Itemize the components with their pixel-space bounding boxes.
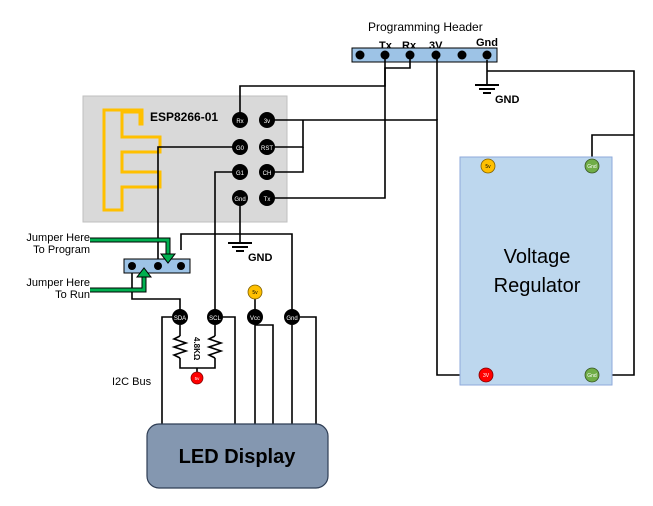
wire-tx-to-header-rx <box>267 55 411 199</box>
esp-pin-gnd: Gnd <box>232 190 248 206</box>
svg-text:SDA: SDA <box>174 316 186 322</box>
wire-scl-to-display <box>223 316 236 425</box>
svg-text:Gnd: Gnd <box>286 316 297 322</box>
bus-pin-gnd: Gnd <box>284 309 300 325</box>
resistor-value-label: 4.8KΩ <box>192 337 201 361</box>
regulator-pin-5v: 5v <box>480 158 496 174</box>
led-display <box>146 423 329 489</box>
svg-text:5v: 5v <box>252 290 258 296</box>
esp-gnd-label: GND <box>248 252 273 264</box>
svg-text:Gnd: Gnd <box>587 373 597 379</box>
esp-pin-g0: G0 <box>232 139 248 155</box>
jumper-program-label-line2: To Program <box>33 244 90 256</box>
pullup-5v-supply: 5v <box>190 371 204 385</box>
esp-pin-g1: G1 <box>232 164 248 180</box>
jumper-pin-3 <box>177 262 185 270</box>
regulator-pin-3v: 3V <box>478 367 494 383</box>
svg-text:G0: G0 <box>236 146 245 152</box>
svg-text:Tx: Tx <box>264 197 271 203</box>
header-gnd-label: GND <box>495 94 520 106</box>
svg-text:3v: 3v <box>264 119 270 125</box>
svg-text:G1: G1 <box>236 171 245 177</box>
programming-header-title: Programming Header <box>368 20 483 34</box>
jumper-program-arrowhead <box>159 253 177 264</box>
jumper-program-arrow <box>90 238 170 255</box>
regulator-title-line1: Voltage <box>504 246 571 268</box>
svg-text:Gnd: Gnd <box>234 197 245 203</box>
regulator-pin-gnd-top: Gnd <box>584 158 600 174</box>
svg-text:3V: 3V <box>483 373 490 379</box>
esp-pin-tx: Tx <box>259 190 275 206</box>
esp-pin-rx: Rx <box>232 112 248 128</box>
svg-text:5v: 5v <box>195 376 201 381</box>
svg-text:Vcc: Vcc <box>250 316 260 322</box>
wire-g0-to-jumper <box>157 146 240 264</box>
esp-ground-symbol <box>228 242 252 252</box>
jumper-run-label-line2: To Run <box>55 289 90 301</box>
header-pin-5 <box>457 50 467 60</box>
svg-text:Gnd: Gnd <box>587 164 597 170</box>
header-pin-label-gnd: Gnd <box>476 37 498 49</box>
svg-text:Rx: Rx <box>236 119 243 125</box>
sda-pullup-resistor <box>171 335 189 359</box>
header-ground-symbol <box>475 60 499 94</box>
wire-vcc-to-display-2 <box>255 324 274 425</box>
svg-text:5v: 5v <box>485 164 491 170</box>
bus-pin-scl: SCL <box>207 309 223 325</box>
i2c-bus-label: I2C Bus <box>112 376 152 388</box>
wire-ch <box>267 147 304 173</box>
jumper-run-arrow-outline <box>90 276 147 293</box>
wiring <box>131 55 635 425</box>
svg-text:RST: RST <box>261 146 273 152</box>
jumper-program-label-line1: Jumper Here <box>26 232 90 244</box>
wire-gnd-bus <box>180 233 293 317</box>
vcc-5v-supply: 5v <box>247 284 263 300</box>
svg-text:CH: CH <box>263 171 272 177</box>
esp8266-title: ESP8266-01 <box>150 110 218 124</box>
header-pin-3v <box>431 50 441 60</box>
jumper-run-arrowhead <box>135 267 153 278</box>
programming-header <box>351 47 498 63</box>
esp-pin-rst: RST <box>259 139 275 155</box>
jumper-run-arrow <box>90 276 146 292</box>
wire-regulator-top-gnd <box>591 134 634 166</box>
pcb-antenna-trace <box>102 108 162 212</box>
wire-jumper-to-sda <box>131 264 181 317</box>
bus-pin-sda: SDA <box>172 309 188 325</box>
voltage-regulator <box>459 156 613 386</box>
esp-pin-3v: 3v <box>259 112 275 128</box>
wire-gnd-to-regulator <box>487 70 635 376</box>
wire-g1-to-scl <box>214 171 240 317</box>
jumper-pin-1 <box>128 262 136 270</box>
header-pin-1 <box>355 50 365 60</box>
wire-3v-supply <box>267 119 476 376</box>
regulator-title-line2: Regulator <box>494 275 581 297</box>
regulator-pin-gnd-bottom: Gnd <box>584 367 600 383</box>
led-display-title: LED Display <box>179 446 297 468</box>
esp-pin-ch: CH <box>259 164 275 180</box>
jumper-run-label-line1: Jumper Here <box>26 277 90 289</box>
bus-pin-vcc: Vcc <box>247 309 263 325</box>
jumper-pin-2 <box>154 262 162 270</box>
jumper-program-arrow-outline <box>90 237 171 255</box>
wire-sda-to-display <box>161 316 172 425</box>
header-pin-gnd <box>482 50 492 60</box>
wire-gnd-to-display <box>300 316 317 425</box>
svg-text:SCL: SCL <box>209 316 221 322</box>
scl-pullup-resistor <box>206 335 224 359</box>
esp8266-board <box>82 95 288 223</box>
